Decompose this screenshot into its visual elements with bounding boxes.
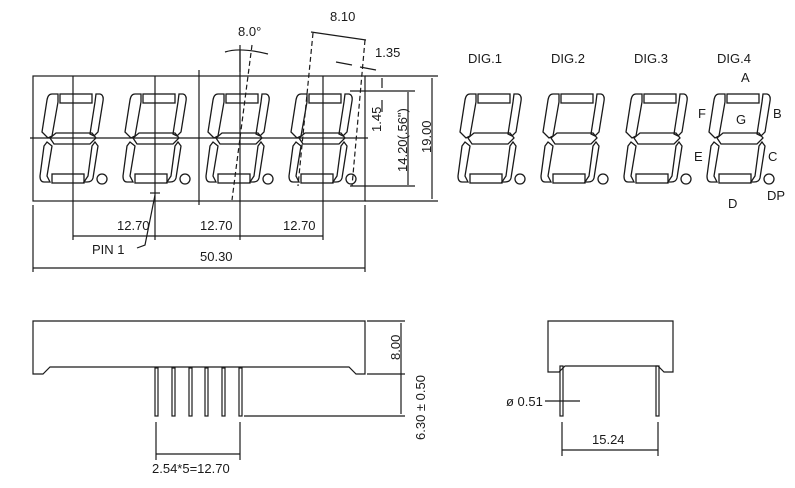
digit-label-1: DIG.1: [468, 51, 502, 66]
row-spacing-dim: 15.24: [592, 432, 625, 447]
top-offset-dim: 1.45: [369, 107, 384, 132]
body-depth-dim: 8.00: [388, 335, 403, 360]
pin-diameter-dim: ø 0.51: [506, 394, 543, 409]
pin1-label: PIN 1: [92, 242, 125, 257]
body-height-dim: 19.00: [419, 120, 434, 153]
segment-label-a: A: [741, 70, 750, 85]
digit-label-3: DIG.3: [634, 51, 668, 66]
digit-label-2: DIG.2: [551, 51, 585, 66]
digit-height-dim: 14.20(.56"): [395, 108, 410, 172]
pitch-dim-1: 12.70: [117, 218, 150, 233]
angle-dim: 8.0°: [238, 24, 261, 39]
segment-label-c: C: [768, 149, 777, 164]
segment-width-dim: 1.35: [375, 45, 400, 60]
front-view: [30, 31, 438, 272]
segment-label-f: F: [698, 106, 706, 121]
segment-label-g: G: [736, 112, 746, 127]
end-view: [545, 320, 674, 456]
side-view: [32, 320, 405, 460]
pin-pitch-dim: 2.54*5=12.70: [152, 461, 230, 476]
total-width-dim: 50.30: [200, 249, 233, 264]
segment-label-d: D: [728, 196, 737, 211]
pitch-dim-2: 12.70: [200, 218, 233, 233]
digit-label-4: DIG.4: [717, 51, 751, 66]
segment-label-b: B: [773, 106, 782, 121]
pitch-dim-3: 12.70: [283, 218, 316, 233]
pin-length-dim: 6.30 ± 0.50: [413, 375, 428, 440]
digit-width-dim: 8.10: [330, 9, 355, 24]
segment-diagram: [457, 93, 775, 185]
segment-label-dp: DP: [767, 188, 785, 203]
segment-label-e: E: [694, 149, 703, 164]
